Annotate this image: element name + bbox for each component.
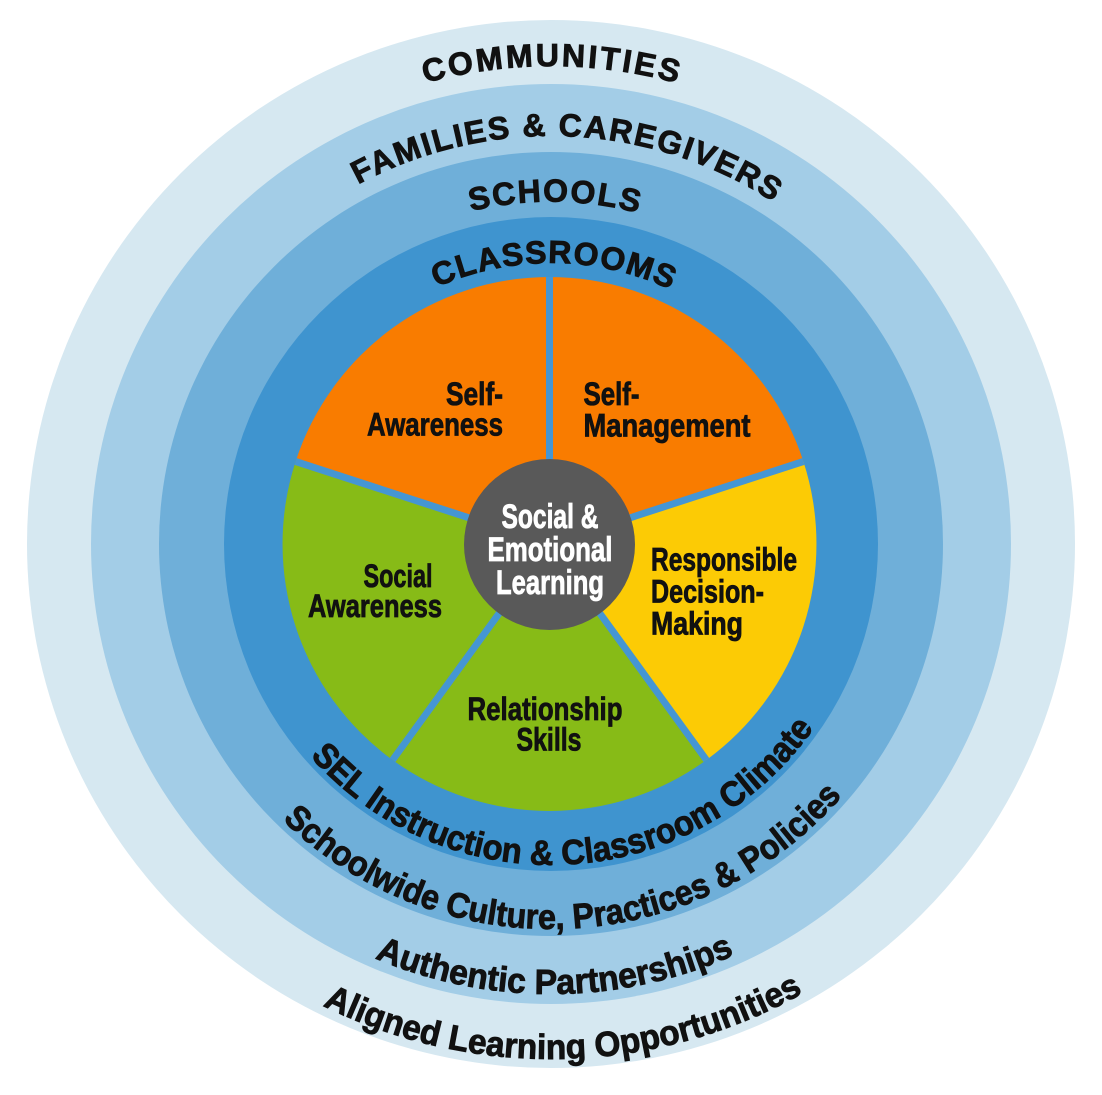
svg-text:Decision-: Decision- <box>651 574 764 610</box>
svg-text:Responsible: Responsible <box>651 542 797 578</box>
svg-text:Skills: Skills <box>517 722 582 758</box>
svg-text:Relationship: Relationship <box>468 691 623 727</box>
svg-text:Awareness: Awareness <box>308 588 442 624</box>
svg-text:Making: Making <box>651 605 743 641</box>
svg-text:Self-: Self- <box>584 376 640 412</box>
svg-text:Learning: Learning <box>496 564 604 602</box>
svg-text:Awareness: Awareness <box>367 407 503 443</box>
svg-text:Management: Management <box>584 408 751 444</box>
svg-text:Self-: Self- <box>446 376 503 412</box>
svg-text:Social: Social <box>364 558 433 594</box>
svg-text:Emotional: Emotional <box>488 531 613 569</box>
svg-text:Social &: Social & <box>502 498 599 536</box>
